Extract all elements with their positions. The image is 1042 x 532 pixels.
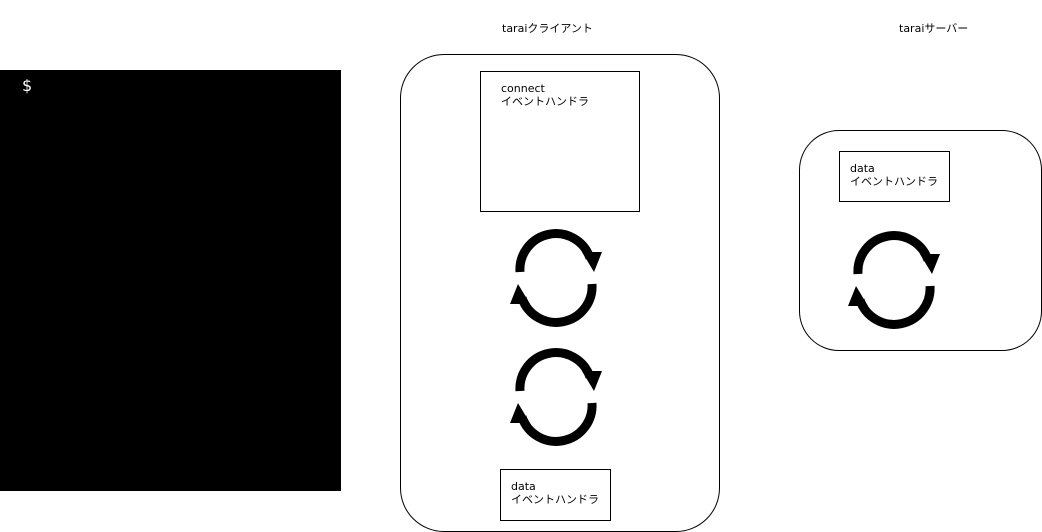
server-title: taraiサーバー (899, 22, 969, 35)
handler-event-name: data (850, 162, 875, 175)
handler-label: イベントハンドラ (511, 493, 599, 506)
cycle-arrows-icon (510, 229, 602, 327)
handler-event-name: connect (501, 82, 545, 95)
handler-label: イベントハンドラ (501, 95, 589, 108)
handler-label: イベントハンドラ (850, 175, 938, 188)
cycle-arrows-icon (848, 231, 940, 329)
handler-event-name: data (511, 480, 536, 493)
client-connect-handler: connect イベントハンドラ (480, 71, 640, 212)
client-title: taraiクライアント (502, 22, 593, 35)
client-data-handler: data イベントハンドラ (500, 469, 611, 521)
terminal-prompt: $ (22, 76, 33, 95)
server-data-handler: data イベントハンドラ (839, 151, 950, 202)
terminal-pane[interactable]: $ (0, 70, 341, 491)
cycle-arrows-icon (510, 348, 602, 446)
